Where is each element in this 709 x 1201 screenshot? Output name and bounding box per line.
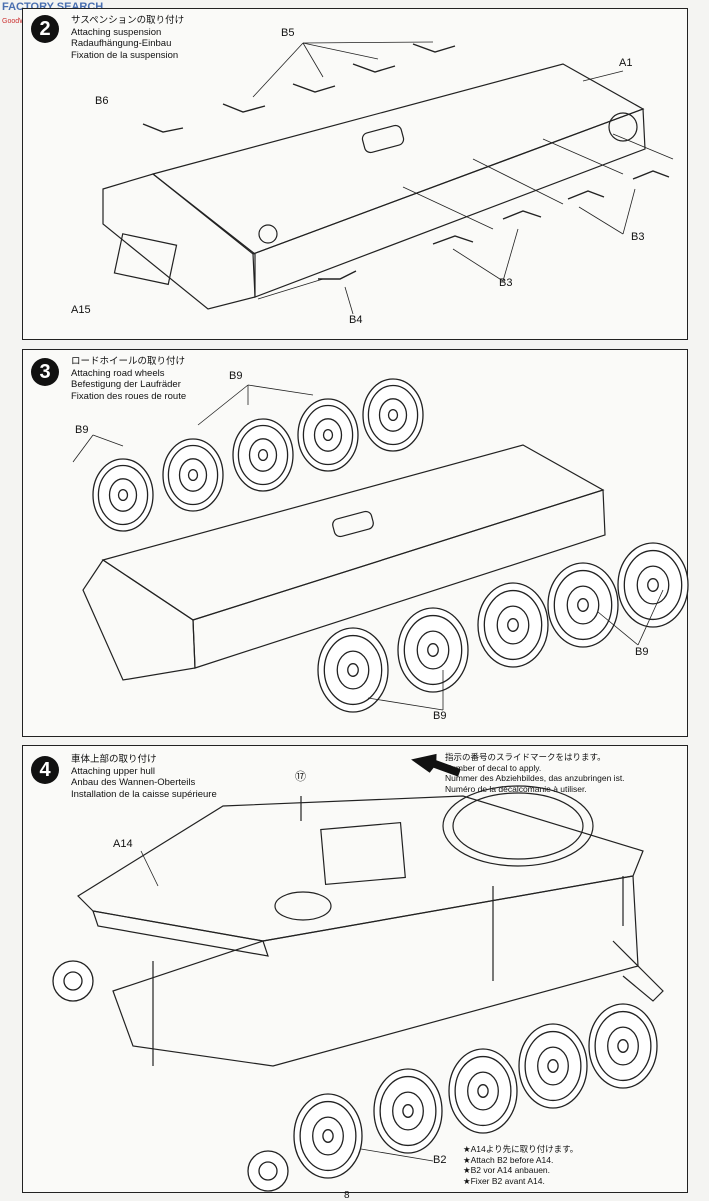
title-ja: 車体上部の取り付け [71, 754, 157, 765]
road-wheel [577, 598, 589, 612]
part-label-b9: B9 [433, 710, 447, 722]
b2-note-en: ★Attach B2 before A14. [463, 1154, 554, 1165]
step-number: 2 [31, 15, 59, 43]
road-wheel [507, 618, 519, 632]
road-wheel [257, 448, 269, 462]
road-wheel [347, 663, 359, 677]
road-wheel [547, 1059, 559, 1073]
decal-note-fr: Numéro de la décalcomanie à utiliser. [445, 783, 587, 794]
part-label-b3: B3 [631, 231, 645, 243]
title-fr: Fixation des roues de route [71, 390, 187, 402]
decal-note: 指示の番号のスライドマークをはります。 Number of decal to a… [445, 752, 625, 794]
step-number: 4 [31, 756, 59, 784]
road-wheel [647, 578, 659, 592]
b2-note: ★A14より先に取り付けます。 ★Attach B2 before A14. ★… [463, 1144, 578, 1186]
step-4-panel: 4 車体上部の取り付け Attaching upper hull Anbau d… [22, 745, 688, 1193]
road-wheel [387, 408, 399, 422]
part-label-b4: B4 [349, 314, 363, 326]
b2-note-ja: ★A14より先に取り付けます。 [463, 1144, 579, 1154]
part-label-b9: B9 [229, 370, 243, 382]
title-ja: サスペンションの取り付け [71, 15, 185, 26]
part-label-b9: B9 [635, 646, 649, 658]
part-label-b5: B5 [281, 27, 295, 39]
title-en: Attaching road wheels [71, 367, 165, 379]
road-wheel [117, 488, 129, 502]
title-fr: Installation de la caisse supérieure [71, 788, 217, 800]
step-2-titles: サスペンションの取り付け Attaching suspension Radauf… [71, 15, 184, 61]
step-4-titles: 車体上部の取り付け Attaching upper hull Anbau des… [71, 754, 217, 800]
decal-arrow-icon [411, 753, 461, 777]
step-4-illustration [52, 753, 664, 1192]
watermark-sub: GoodWares [2, 18, 40, 25]
title-en: Attaching suspension [71, 26, 162, 38]
title-de: Befestigung der Laufräder [71, 379, 181, 390]
decal-note-ja: 指示の番号のスライドマークをはります。 [445, 752, 606, 762]
step-3-titles: ロードホイールの取り付け Attaching road wheels Befes… [71, 356, 186, 402]
title-en: Attaching upper hull [71, 765, 155, 777]
decal-note-en: Number of decal to apply. [445, 762, 542, 773]
road-wheel [477, 1084, 489, 1098]
part-label-a14: A14 [113, 838, 133, 850]
part-label-b6: B6 [95, 95, 109, 107]
road-wheel [322, 1129, 334, 1143]
road-wheel [402, 1104, 414, 1118]
step-2-panel: 2 サスペンションの取り付け Attaching suspension Rada… [22, 8, 688, 340]
road-wheel [187, 468, 199, 482]
part-label-b2: B2 [433, 1154, 447, 1166]
title-de: Anbau des Wannen-Oberteils [71, 777, 196, 788]
decal-number-label: ⑰ [295, 771, 306, 783]
step-3-illustration [72, 378, 689, 713]
part-label-a15: A15 [71, 304, 91, 316]
b2-note-de: ★B2 vor A14 anbauen. [463, 1165, 551, 1175]
title-de: Radaufhängung-Einbau [71, 38, 172, 49]
part-label-b9: B9 [75, 424, 89, 436]
decal-note-de: Nummer des Abziehbildes, das anzubringen… [445, 773, 625, 783]
step-2-illustration [102, 41, 674, 315]
part-label-b3: B3 [499, 277, 513, 289]
title-fr: Fixation de la suspension [71, 49, 179, 61]
page-number: 8 [344, 1190, 350, 1201]
part-label-a1: A1 [619, 57, 633, 69]
step-number: 3 [31, 358, 59, 386]
road-wheel [322, 428, 334, 442]
step-3-panel: 3 ロードホイールの取り付け Attaching road wheels Bef… [22, 349, 689, 737]
road-wheel [427, 643, 439, 657]
road-wheel [617, 1039, 629, 1053]
b2-note-fr: ★Fixer B2 avant A14. [463, 1175, 545, 1186]
title-ja: ロードホイールの取り付け [71, 356, 186, 367]
